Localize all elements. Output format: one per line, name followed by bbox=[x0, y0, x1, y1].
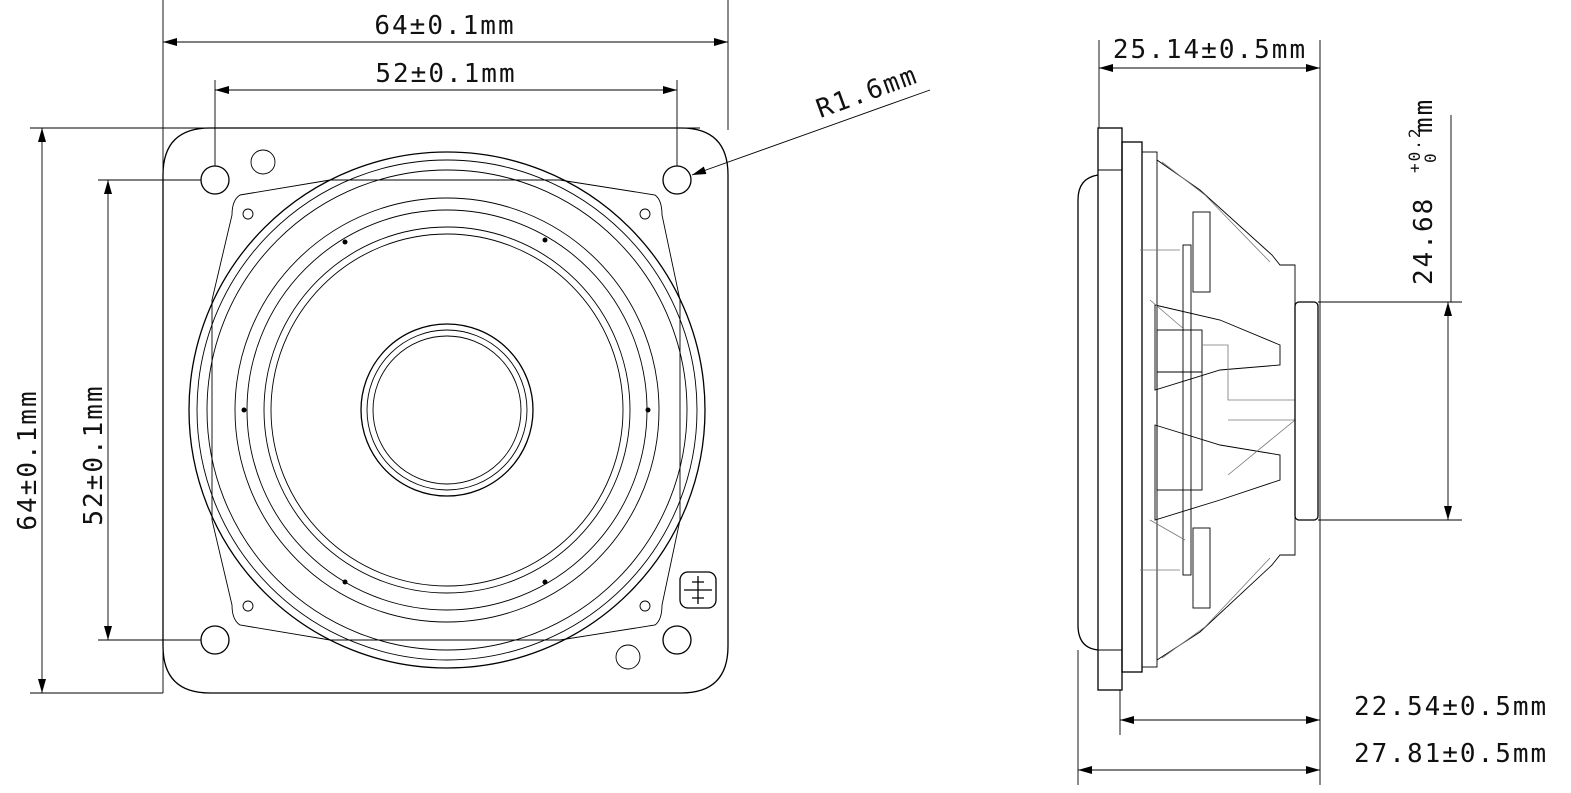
dust-cap bbox=[360, 323, 534, 497]
hole-spacing-vertical-dimension: 52±0.1mm bbox=[79, 384, 109, 525]
gasket bbox=[1077, 174, 1099, 651]
radius-dimension: R1.6mm bbox=[812, 60, 922, 124]
front-view: 64±0.1mm 52±0.1mm 64±0.1mm 52±0.1mm R1.6… bbox=[13, 0, 931, 694]
height-dimension: 64±0.1mm bbox=[13, 389, 43, 530]
hole-spacing-dimension: 52±0.1mm bbox=[375, 59, 516, 89]
magnet-diameter-dimension: 24.68 +0.2 0 mm bbox=[1405, 98, 1440, 285]
svg-text:24.68: 24.68 bbox=[1409, 197, 1439, 285]
svg-text:+0.2: +0.2 bbox=[1405, 126, 1424, 173]
frame-outline bbox=[162, 127, 729, 694]
side-view: 25.14±0.5mm 24.68 +0.2 0 mm 22.54±0.5mm … bbox=[1077, 35, 1548, 785]
mount-depth-dimension: 22.54±0.5mm bbox=[1354, 692, 1548, 722]
surround-outer bbox=[188, 151, 706, 669]
mounting-hole bbox=[200, 165, 230, 195]
magnet bbox=[1294, 301, 1319, 521]
total-depth-dimension: 27.81±0.5mm bbox=[1354, 739, 1548, 769]
mounting-hole bbox=[662, 625, 692, 655]
mounting-hole bbox=[662, 165, 692, 195]
flange bbox=[1097, 127, 1123, 691]
depth-dimension: 25.14±0.5mm bbox=[1113, 35, 1307, 65]
inner-frame-outline bbox=[211, 179, 681, 641]
polarity-mark-icon bbox=[679, 571, 717, 609]
width-dimension: 64±0.1mm bbox=[374, 11, 515, 41]
svg-text:mm: mm bbox=[1409, 98, 1439, 133]
svg-text:0: 0 bbox=[1421, 151, 1440, 163]
mounting-hole bbox=[200, 625, 230, 655]
